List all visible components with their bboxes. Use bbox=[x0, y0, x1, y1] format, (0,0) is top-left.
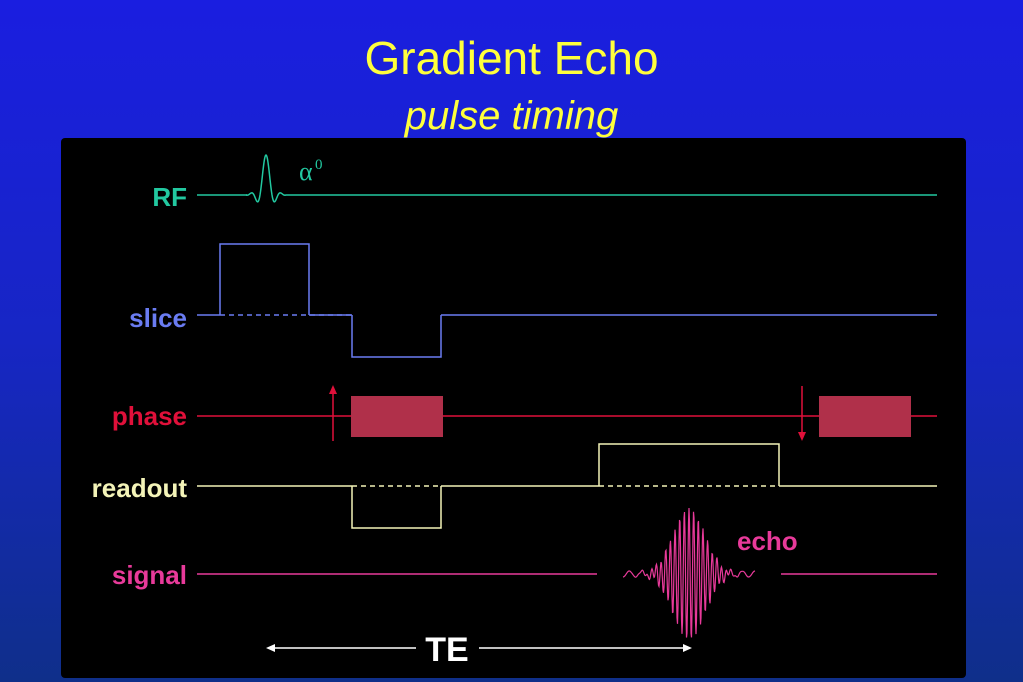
slide-title: Gradient Echo bbox=[364, 32, 659, 84]
phase-rewind-block bbox=[819, 396, 911, 437]
phase-trace bbox=[197, 385, 937, 441]
diagram-panel: RF slice phase readout signal α 0 bbox=[61, 138, 966, 678]
slice-label: slice bbox=[129, 303, 187, 333]
echo-label: echo bbox=[737, 526, 798, 556]
pulse-sequence-diagram: RF slice phase readout signal α 0 bbox=[92, 153, 937, 669]
readout-trace bbox=[197, 443, 937, 529]
te-right-arrowhead bbox=[683, 644, 692, 652]
readout-dephase-lobe bbox=[351, 486, 442, 529]
flip-angle-degree: 0 bbox=[315, 157, 323, 173]
slice-trace bbox=[197, 243, 937, 358]
slice-rephase-lobe bbox=[351, 315, 442, 358]
te-arrow: TE bbox=[266, 631, 692, 669]
phase-up-arrow bbox=[329, 385, 337, 394]
te-left-arrowhead bbox=[266, 644, 275, 652]
rf-sinc-pulse bbox=[245, 153, 297, 203]
phase-encode-block bbox=[351, 396, 443, 437]
echo-waveform bbox=[622, 507, 756, 638]
signal-trace: echo bbox=[197, 507, 937, 638]
slice-select-lobe bbox=[219, 243, 310, 315]
rf-trace: α 0 bbox=[197, 153, 937, 203]
te-label: TE bbox=[425, 631, 468, 669]
readout-lobe bbox=[598, 443, 780, 486]
readout-label: readout bbox=[92, 473, 188, 503]
flip-angle-alpha: α bbox=[299, 157, 313, 186]
signal-label: signal bbox=[112, 560, 187, 590]
phase-down-arrow bbox=[798, 432, 806, 441]
slide-subtitle: pulse timing bbox=[404, 94, 619, 138]
rf-label: RF bbox=[152, 182, 187, 212]
phase-label: phase bbox=[112, 401, 187, 431]
